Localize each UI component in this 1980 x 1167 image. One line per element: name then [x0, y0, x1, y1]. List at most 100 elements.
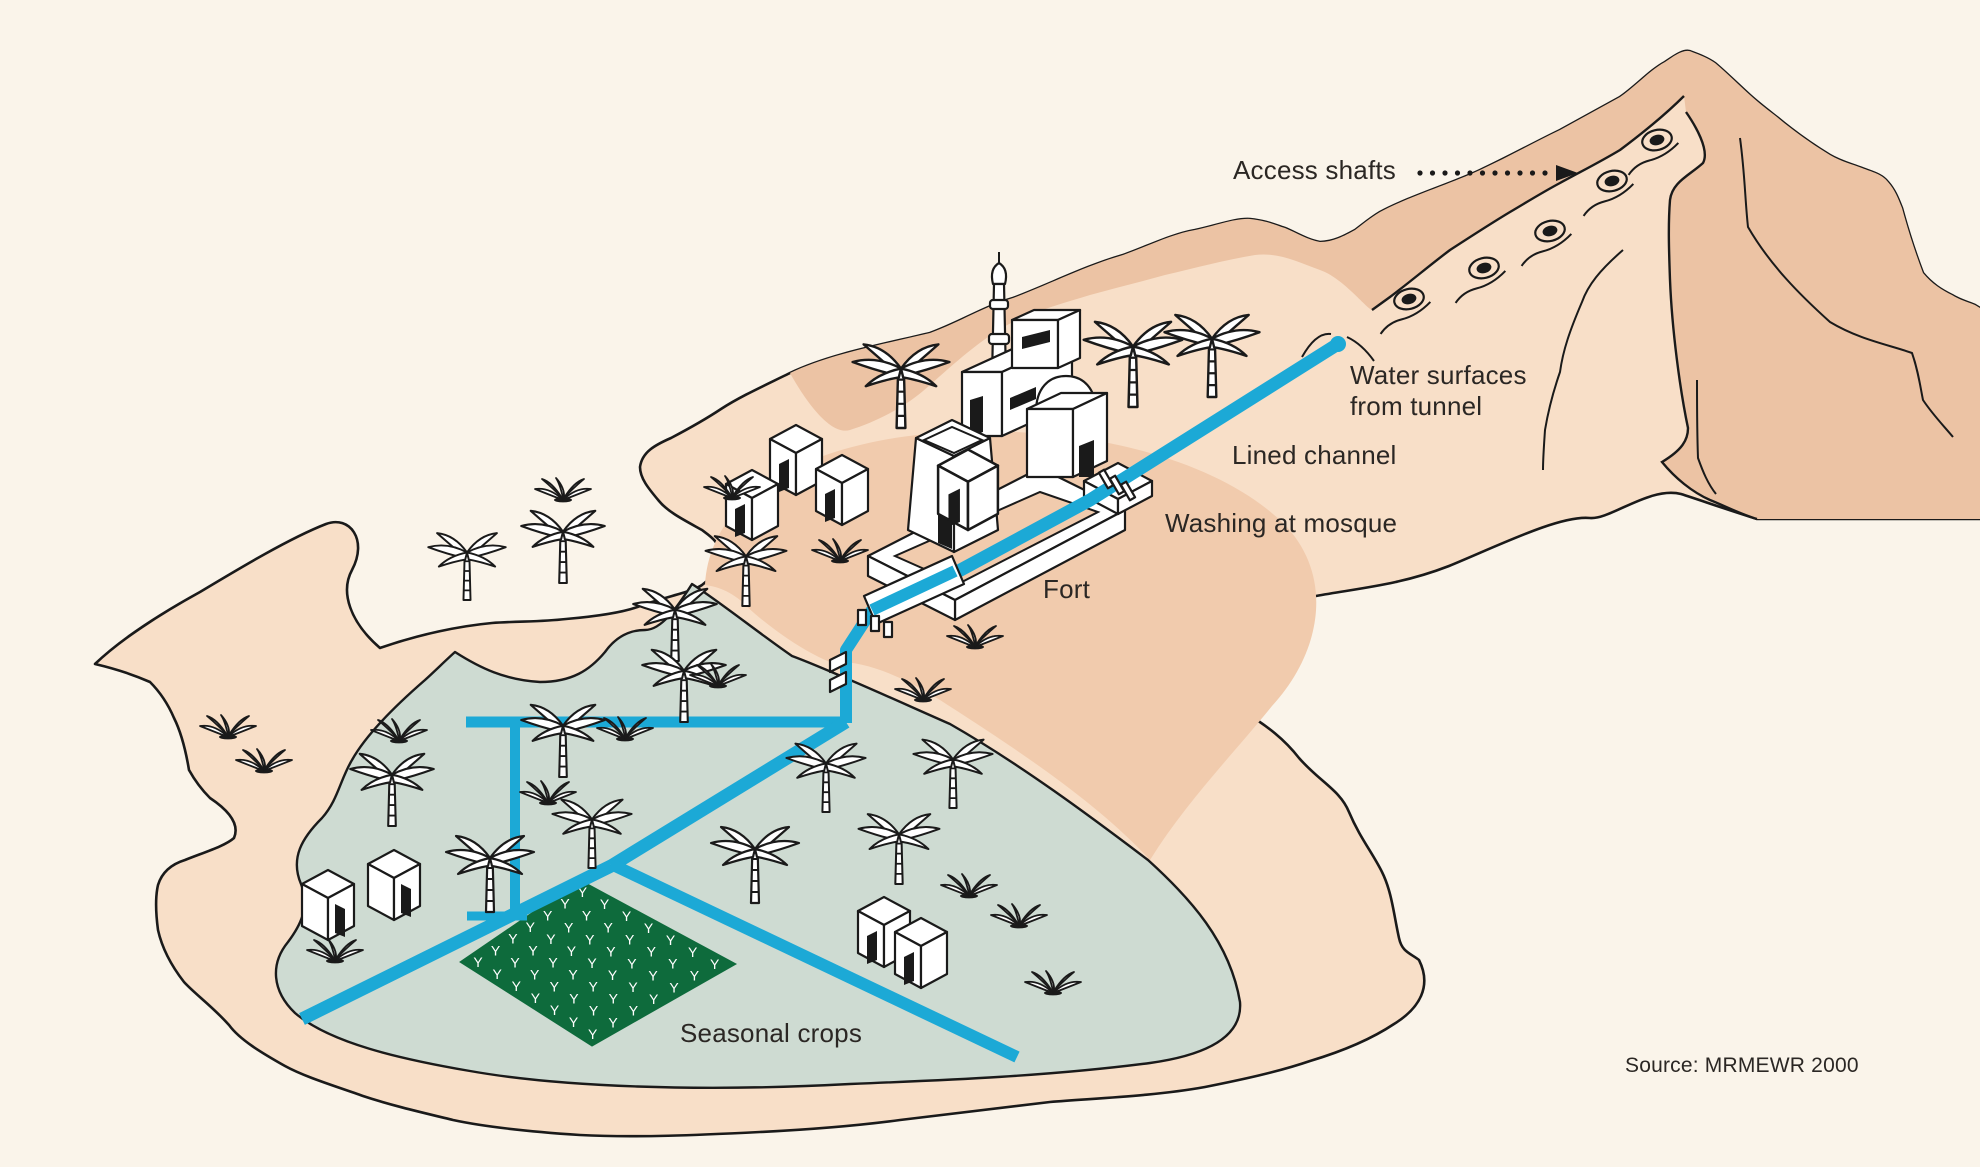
crop-plant-icons: YYYYYYYYYYYYYYYYYYYYYYYYYYYYYYYYYYYYYYYY…: [473, 884, 720, 1042]
crop-plant-glyph: Y: [608, 967, 618, 983]
crop-plant-glyph: Y: [668, 956, 678, 972]
crop-field: YYYYYYYYYYYYYYYYYYYYYYYYYYYYYYYYYYYYYYYY…: [459, 879, 738, 1047]
crop-plant-glyph: Y: [649, 991, 659, 1007]
aqueduct-water: [869, 565, 958, 616]
crop-plant-glyph: Y: [564, 919, 574, 935]
falaj-water-channels: [299, 338, 1342, 1063]
drop-step: [828, 650, 848, 674]
crop-plant-glyph: Y: [647, 944, 657, 960]
crop-plant-glyph: Y: [548, 955, 558, 971]
crop-plant-glyph: Y: [569, 1014, 579, 1030]
mosque-window: [1010, 387, 1036, 410]
mountain-ridge: [790, 50, 1980, 520]
water-channel-southeast-branch: [608, 858, 1020, 1063]
crop-field-plot: [459, 879, 738, 1047]
crop-plant-glyph: Y: [609, 991, 619, 1007]
crop-plant-glyph: Y: [578, 884, 588, 900]
crop-plant-glyph: Y: [560, 896, 570, 912]
crop-plant-glyph: Y: [627, 955, 637, 971]
label-source: Source: MRMEWR 2000: [1625, 1054, 1859, 1077]
arrow-dot: [1529, 170, 1536, 176]
tunnel-exit: [1301, 332, 1375, 362]
crop-plant-glyph: Y: [648, 967, 658, 983]
aqueduct: [828, 554, 966, 694]
crop-plant-glyph: Y: [644, 920, 654, 936]
house-icon: [300, 868, 356, 942]
arrow-dot: [1454, 170, 1461, 176]
crop-plant-glyph: Y: [550, 978, 560, 994]
crop-plant-glyph: Y: [569, 990, 579, 1006]
crop-plant-glyph: Y: [585, 931, 595, 947]
crop-plant-glyph: Y: [710, 956, 720, 972]
crop-plant-glyph: Y: [491, 942, 501, 958]
crop-plant-glyph: Y: [600, 896, 610, 912]
mosque-door: [970, 396, 983, 436]
crop-plant-glyph: Y: [608, 1014, 618, 1030]
mosque: [960, 252, 1109, 479]
crop-plant-glyph: Y: [546, 931, 556, 947]
crop-plant-glyph: Y: [628, 979, 638, 995]
crop-plant-glyph: Y: [669, 979, 679, 995]
house-icon: [936, 448, 1000, 532]
mountain-crease-line: [1696, 379, 1717, 495]
water-channel-lined-channel: [951, 338, 1342, 579]
label-water-surfaces: Water surfaces from tunnel: [1350, 360, 1527, 421]
crop-plant-glyph: Y: [629, 1003, 639, 1019]
crop-plant-glyph: Y: [690, 968, 700, 984]
arrow-dot: [1442, 170, 1448, 176]
arrow-dot: [1542, 170, 1548, 176]
washing-slabs: [1097, 468, 1137, 502]
mountain-crease-line: [1542, 249, 1624, 471]
crop-plant-glyph: Y: [622, 908, 632, 924]
crop-plant-glyph: Y: [589, 979, 599, 995]
village-sand-halo: [705, 431, 1317, 860]
mosque-roof-box: [1010, 308, 1082, 370]
crop-plant-glyph: Y: [528, 943, 538, 959]
crop-plant-glyph: Y: [473, 954, 483, 970]
arrow-dot: [1429, 170, 1436, 176]
arrow-head-icon: [1556, 165, 1578, 181]
crop-plant-glyph: Y: [526, 919, 536, 935]
label-fort: Fort: [1043, 574, 1091, 604]
house-icon: [724, 468, 780, 542]
dome-building: [1025, 374, 1109, 479]
house-icon: [893, 916, 949, 990]
crop-plant-glyph: Y: [567, 943, 577, 959]
mountain-band-edge-line: [1371, 95, 1685, 311]
crop-plant-glyph: Y: [588, 1026, 598, 1042]
crop-plant-glyph: Y: [625, 932, 635, 948]
arrow-dot: [1467, 170, 1473, 176]
label-access-shafts: Access shafts: [1233, 155, 1396, 185]
label-seasonal-crops: Seasonal crops: [680, 1018, 863, 1048]
label-lined-channel: Lined channel: [1232, 440, 1397, 470]
crop-plant-glyph: Y: [512, 978, 522, 994]
crop-plant-glyph: Y: [510, 954, 520, 970]
house-icon: [366, 848, 422, 922]
crop-plant-glyph: Y: [508, 931, 518, 947]
crop-plant-glyph: Y: [606, 943, 616, 959]
label-washing-at-mosque: Washing at mosque: [1165, 508, 1398, 538]
crop-plant-glyph: Y: [589, 1002, 599, 1018]
arrow-dot: [1517, 170, 1523, 176]
drop-step: [828, 670, 848, 694]
arrow-dot: [1492, 170, 1498, 176]
mountain-crease-line: [1739, 137, 1954, 438]
water-channel-southwest-branch: [299, 860, 614, 1025]
crop-plant-glyph: Y: [688, 944, 698, 960]
crop-plant-glyph: Y: [493, 966, 503, 982]
arrow-dot: [1504, 170, 1511, 176]
arrow-dot: [1479, 170, 1486, 176]
crop-plant-glyph: Y: [666, 932, 676, 948]
crop-plant-glyph: Y: [587, 955, 597, 971]
crop-plant-glyph: Y: [531, 990, 541, 1006]
crop-plant-glyph: Y: [530, 966, 540, 982]
crop-plant-glyph: Y: [582, 908, 592, 924]
crop-plant-glyph: Y: [550, 1002, 560, 1018]
crop-plant-glyph: Y: [604, 920, 614, 936]
crop-plant-glyph: Y: [543, 907, 553, 923]
mountain-crest-line: [1660, 111, 1758, 521]
access-shafts-arrow: [1417, 165, 1578, 181]
house-icon: [814, 453, 870, 527]
